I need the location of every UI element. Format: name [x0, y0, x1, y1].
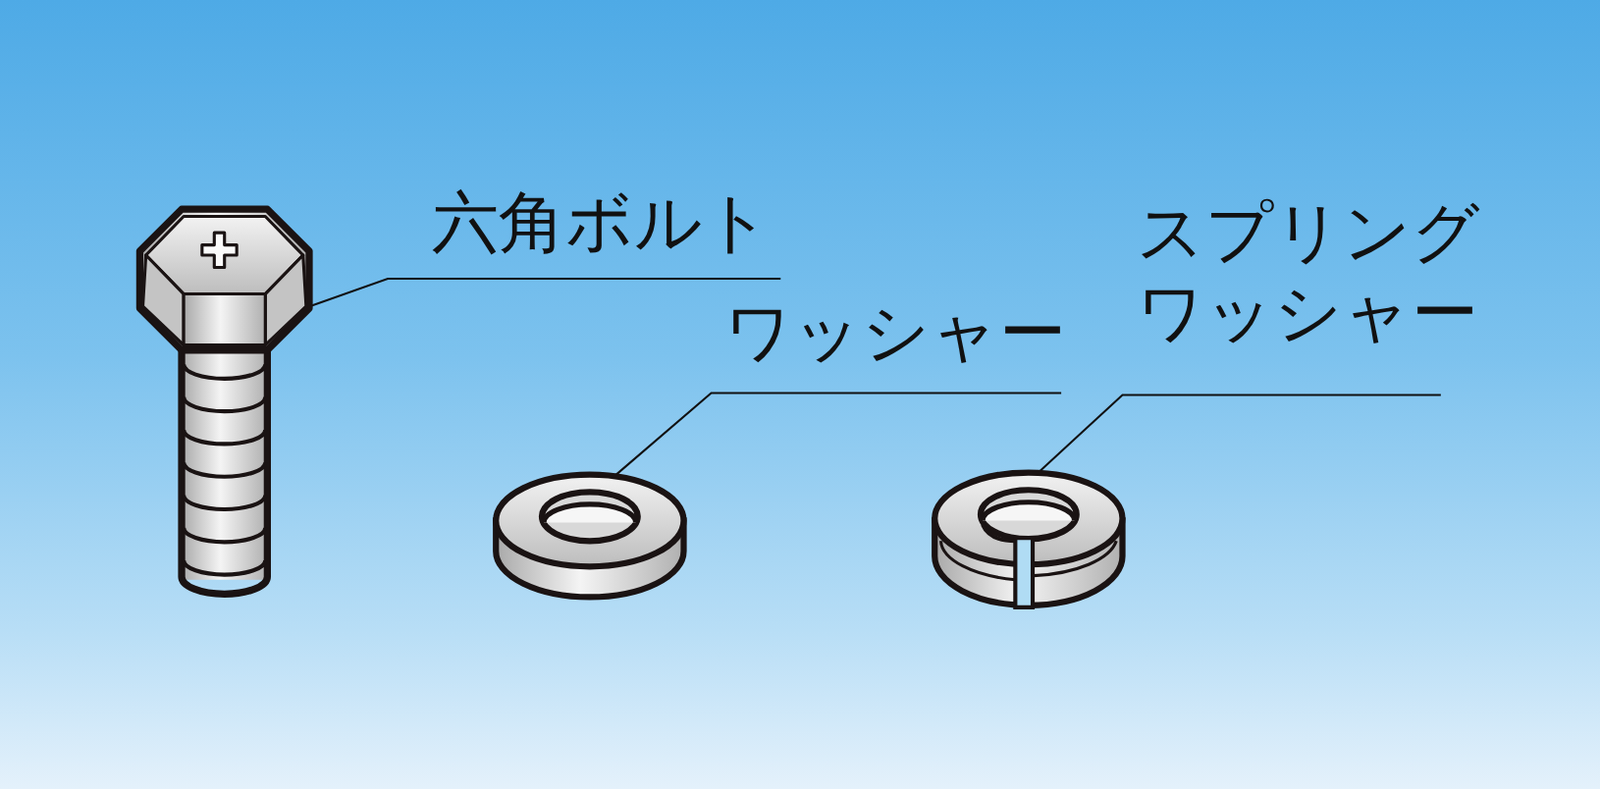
part-label: スプリング ワッシャー: [1136, 192, 1510, 353]
thread-line: [183, 397, 266, 413]
thread-line: [183, 462, 266, 478]
part-label: ワッシャー: [724, 292, 1118, 374]
thread-line: [183, 494, 266, 510]
thread-line: [183, 364, 266, 379]
spring-washer: [934, 473, 1122, 608]
flat-washer: [495, 475, 684, 598]
thread-line: [183, 429, 266, 445]
thread-line: [183, 560, 266, 576]
thread-line: [183, 528, 266, 543]
hex-bolt: [139, 209, 310, 594]
part-label: 六角ボルト: [431, 182, 825, 264]
